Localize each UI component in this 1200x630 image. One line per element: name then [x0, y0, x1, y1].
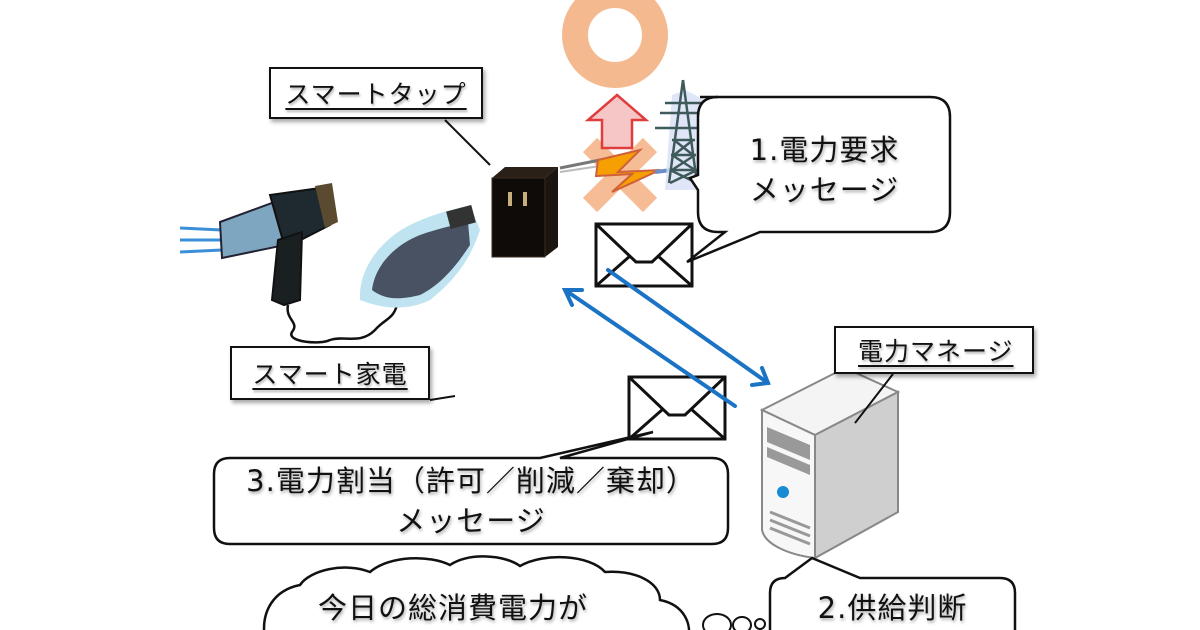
power-manager-leader: [854, 373, 894, 424]
thought-bubble-small: [732, 616, 752, 630]
message-arrows: [561, 268, 771, 408]
power-line: [559, 158, 601, 170]
allocation-arrow: [563, 288, 737, 408]
increase-arrow-icon: [584, 93, 650, 150]
smart-tap-label: スマートタップ: [269, 67, 483, 119]
transmission-tower-icon: [655, 79, 712, 190]
thought-bubble-small: [702, 613, 732, 630]
smart-tap-icon: [491, 167, 558, 258]
allocation-envelope-icon: [627, 375, 727, 441]
lightning-bolt-icon: [594, 148, 661, 193]
power-line: [559, 165, 601, 173]
power-manager-label: 電力マネージ: [834, 326, 1034, 374]
request-callout-bubble: [686, 95, 952, 264]
hair-dryer-icon: [179, 183, 400, 344]
supply-decision-text: 2.供給判断: [770, 588, 1015, 628]
request-arrow: [606, 268, 770, 385]
supply-decision-callout-bubble: [768, 556, 1017, 630]
allocation-callout-line2: メッセージ: [396, 504, 546, 538]
thought-cloud-text: 今日の総消費電力が: [300, 588, 640, 628]
allowed-circle-icon: [562, 0, 668, 88]
power-manager-label-text: 電力マネージ: [858, 337, 1014, 366]
smart-appliance-label: スマート家電: [230, 346, 430, 400]
allocation-callout-line1: 3.電力割当（許可／削減／棄却）: [246, 464, 696, 498]
hand-plug-icon: [359, 204, 480, 308]
server-icon: [759, 366, 901, 560]
allocation-callout-text: 3.電力割当（許可／削減／棄却） メッセージ: [214, 461, 728, 541]
smart-tap-label-text: スマートタップ: [285, 80, 467, 109]
smart-tap-leader: [444, 119, 491, 166]
supply-decision-line: 2.供給判断: [817, 591, 968, 625]
thought-cloud: [262, 555, 691, 630]
request-callout-text: 1.電力要求 メッセージ: [712, 130, 937, 210]
request-envelope-icon: [594, 222, 694, 288]
request-callout-line2: メッセージ: [749, 173, 900, 207]
smart-appliance-label-text: スマート家電: [252, 360, 408, 389]
allocation-callout-bubble: [212, 430, 730, 546]
thought-bubble-small: [754, 618, 766, 630]
smart-appliance-leader: [429, 395, 456, 401]
request-callout-line1: 1.電力要求: [749, 133, 900, 167]
thought-cloud-line1: 今日の総消費電力が: [318, 591, 589, 625]
